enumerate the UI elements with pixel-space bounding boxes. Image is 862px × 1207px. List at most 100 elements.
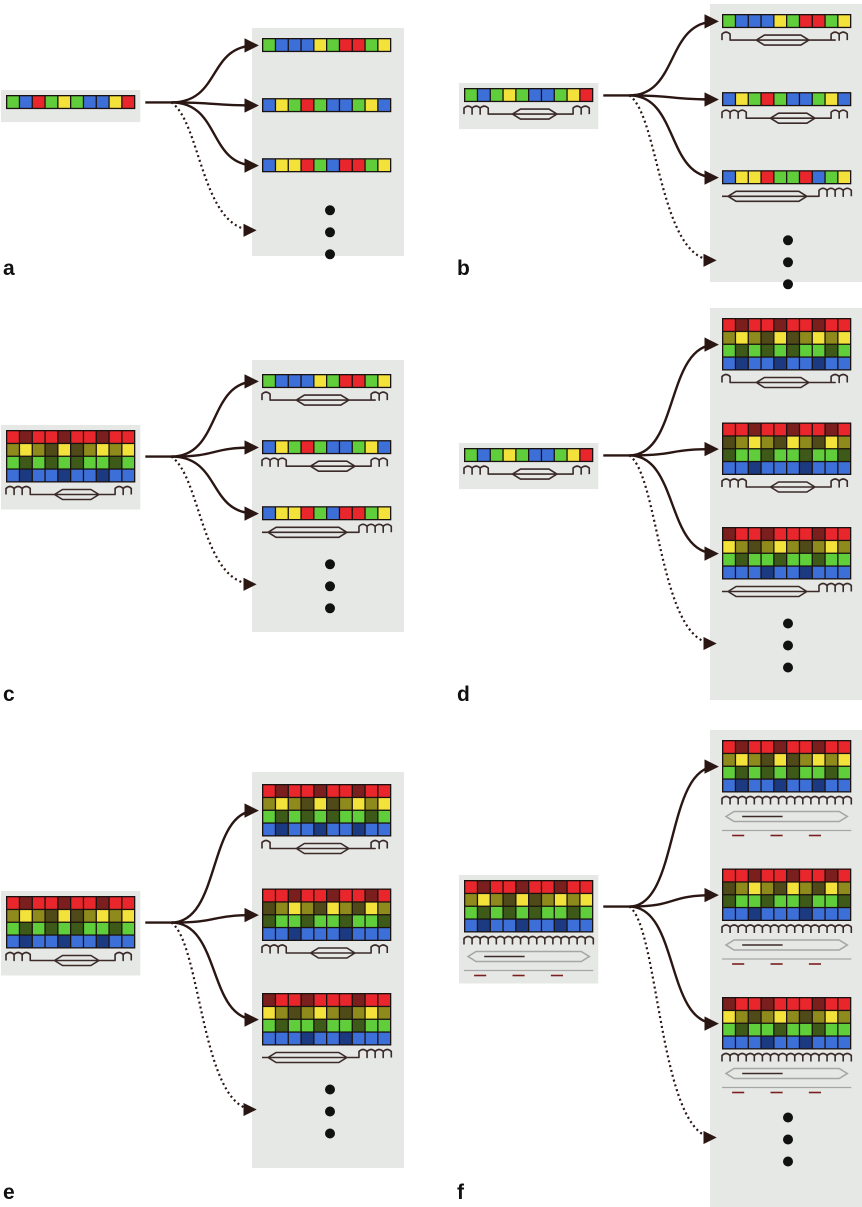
cell (736, 171, 748, 183)
cell (800, 344, 812, 357)
cell (263, 99, 275, 111)
cell (542, 449, 554, 461)
cell (787, 1011, 799, 1023)
cell (736, 1036, 748, 1049)
wire-trace-faded (724, 810, 849, 823)
cell (787, 528, 799, 540)
wire-trace (463, 465, 591, 480)
cell (301, 159, 314, 171)
panel-c (1, 360, 404, 632)
wire-trace (261, 457, 389, 472)
cell (567, 906, 580, 919)
cell (787, 332, 799, 344)
cell (109, 922, 122, 935)
cell (314, 39, 326, 51)
cell (45, 469, 58, 482)
cell (736, 449, 748, 461)
cell (723, 1036, 735, 1049)
cell (84, 910, 96, 922)
cell (774, 436, 786, 449)
cell (465, 919, 477, 932)
cell (327, 902, 339, 915)
cell (58, 935, 70, 948)
cell (490, 89, 503, 101)
outputs-panel-bg (710, 308, 862, 700)
cell (365, 1019, 378, 1032)
cell (352, 928, 365, 940)
cell (567, 881, 580, 893)
cell (327, 889, 339, 902)
cell (7, 456, 19, 469)
cell (352, 441, 365, 453)
cell (748, 332, 761, 344)
cell (45, 897, 58, 909)
cell (465, 89, 477, 101)
cell (378, 375, 390, 387)
cell (45, 431, 58, 443)
cell (761, 93, 774, 105)
input-block (463, 880, 595, 977)
cell (288, 375, 301, 387)
wire-trace (721, 1052, 853, 1062)
output-block-2 (721, 92, 852, 124)
cell (748, 436, 761, 449)
cell (580, 919, 592, 932)
cell (787, 93, 799, 105)
cell (761, 779, 774, 792)
cell (263, 159, 275, 171)
branch-arrow-3 (171, 455, 259, 521)
ellipsis-dot (325, 249, 335, 260)
cell (340, 1019, 352, 1032)
cell (787, 541, 799, 553)
cell (554, 881, 567, 893)
panel-label-e: e (3, 1181, 15, 1204)
cell (736, 319, 748, 331)
cell (503, 906, 516, 919)
cell (723, 998, 735, 1010)
cell (378, 99, 390, 111)
cell (838, 344, 850, 357)
cell (736, 869, 748, 882)
cell (825, 423, 838, 436)
cell (301, 1007, 314, 1019)
branch-arrow-3 (171, 921, 259, 1027)
cell (736, 15, 748, 27)
cell (314, 1032, 326, 1045)
input-group (459, 443, 599, 490)
cell (109, 96, 122, 108)
ellipsis-dot (325, 581, 335, 592)
cell (314, 441, 326, 453)
cell (761, 1023, 774, 1036)
cell (352, 785, 365, 797)
cell (736, 754, 748, 766)
cell (825, 754, 838, 766)
cell (327, 507, 339, 519)
cell (365, 902, 378, 915)
cell (340, 928, 352, 940)
cell (580, 894, 592, 906)
cell (723, 93, 735, 105)
cell (301, 915, 314, 927)
branch-arrow-1 (629, 14, 719, 97)
cell (800, 319, 812, 331)
cell (45, 96, 58, 108)
cell (7, 444, 19, 456)
cell (761, 436, 774, 449)
cell (787, 869, 799, 882)
cell (327, 810, 339, 823)
cell (812, 1036, 825, 1049)
input-group (1, 425, 141, 510)
cell (748, 528, 761, 540)
cell (723, 766, 735, 779)
cell (465, 906, 477, 919)
cell (263, 928, 275, 940)
cell (365, 441, 378, 453)
cell (32, 469, 45, 482)
cell (580, 881, 592, 893)
cell (352, 810, 365, 823)
cell (812, 1011, 825, 1023)
cell (288, 823, 301, 836)
cell (800, 895, 812, 907)
cell (288, 915, 301, 927)
